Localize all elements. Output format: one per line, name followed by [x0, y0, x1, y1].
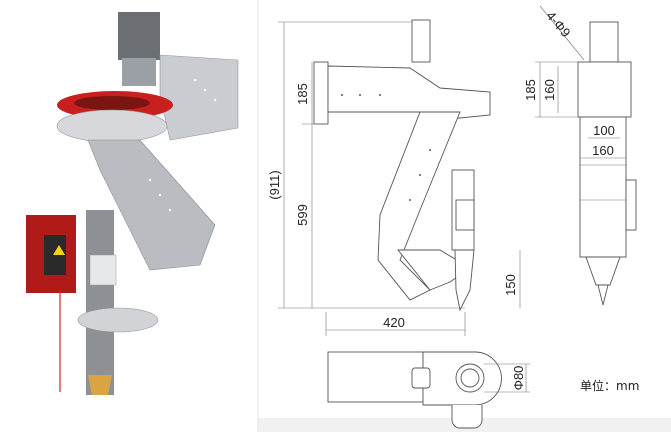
unit-label: 单位：mm: [580, 378, 639, 393]
product-render: [26, 12, 239, 395]
dim-nozzle-height: 150: [503, 274, 518, 296]
warning-icon: [53, 245, 65, 255]
side-view: 4-Φ9 185 160 100 160: [523, 5, 637, 306]
dim-lower-height: 599: [295, 204, 310, 226]
dim-total-height: (911): [267, 170, 282, 199]
dim-outer-height: 185: [523, 79, 538, 101]
torch-column: [86, 210, 114, 395]
top-view: Φ80: [327, 351, 530, 429]
mount-plate: [159, 54, 239, 141]
dim-outer-width: 160: [592, 143, 614, 158]
dim-diameter: Φ80: [511, 366, 526, 391]
nozzle-tip: [88, 375, 112, 395]
front-view: 185 (911) 599 150 420: [267, 19, 521, 336]
dim-inner-height: 160: [542, 79, 557, 101]
dim-width: 420: [383, 315, 405, 330]
dim-inner-width: 100: [593, 123, 615, 138]
arm: [87, 139, 216, 271]
motor-body: [118, 12, 160, 60]
dim-top-height: 185: [295, 83, 310, 105]
